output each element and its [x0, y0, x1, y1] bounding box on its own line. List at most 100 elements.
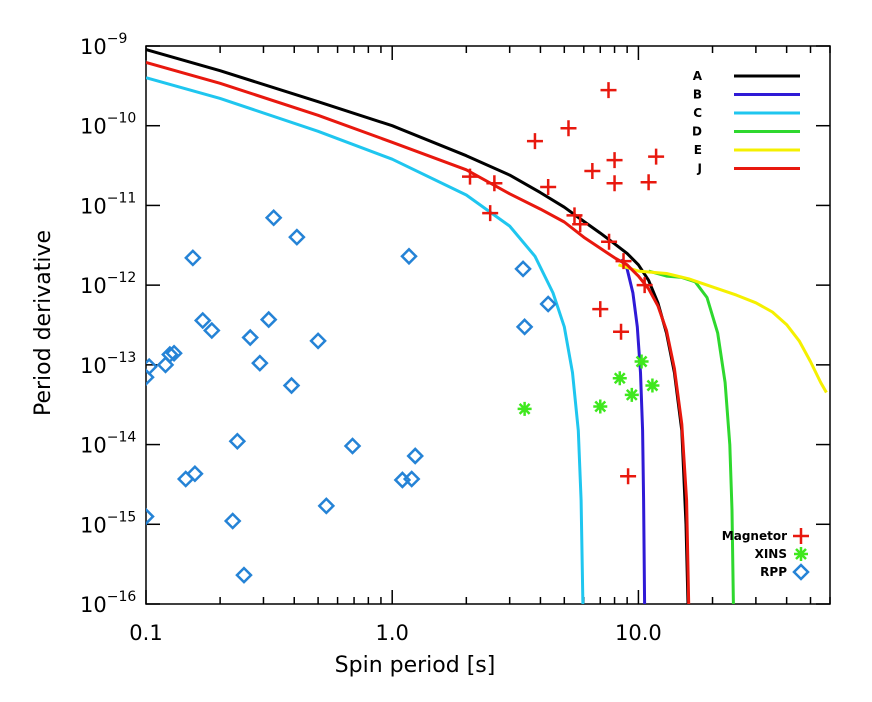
y-tick-label: 10−11: [80, 190, 136, 218]
y-tick-base: 10: [80, 35, 107, 59]
point-rpp: [176, 470, 195, 488]
point-rpp: [264, 209, 283, 227]
x-tick-label: 10.0: [615, 621, 662, 645]
point-magnetor: [584, 163, 601, 180]
legend-marker-rpp: [792, 563, 810, 581]
y-tick-exponent: −13: [107, 350, 137, 366]
point-magnetor: [486, 175, 503, 192]
point-magnetor: [540, 179, 557, 196]
point-magnetor: [601, 233, 618, 250]
point-magnetor: [613, 323, 630, 340]
point-rpp: [402, 470, 421, 488]
curve-D: [648, 269, 735, 604]
y-tick-base: 10: [80, 194, 107, 218]
x-tick-label: 0.1: [129, 621, 162, 645]
markers-group: [146, 82, 665, 584]
point-magnetor: [636, 277, 653, 294]
x-axis-title: Spin period [s]: [335, 653, 496, 678]
legend-label: Magnetor: [722, 529, 787, 543]
y-tick-exponent: −10: [107, 111, 137, 127]
legend-label: B: [693, 88, 702, 102]
point-rpp: [186, 465, 204, 483]
point-rpp: [288, 228, 306, 246]
point-rpp: [406, 447, 424, 465]
point-xins: [634, 354, 649, 369]
point-rpp: [146, 368, 155, 386]
point-rpp: [317, 497, 336, 515]
y-tick-base: 10: [80, 513, 107, 537]
legend-label: XINS: [755, 547, 787, 561]
point-xins: [624, 387, 639, 402]
y-tick-label: 10−10: [80, 111, 136, 139]
point-rpp: [235, 566, 253, 584]
point-magnetor: [600, 82, 617, 99]
y-tick-exponent: −11: [107, 190, 137, 206]
legend-label: E: [694, 143, 702, 157]
point-rpp: [223, 512, 242, 530]
y-tick-base: 10: [80, 115, 107, 139]
point-rpp: [161, 345, 179, 364]
point-rpp: [241, 328, 259, 347]
y-tick-label: 10−16: [80, 589, 136, 617]
point-rpp: [514, 260, 532, 278]
point-rpp: [515, 318, 534, 336]
y-tick-label: 10−12: [80, 270, 136, 298]
point-rpp: [251, 354, 269, 372]
point-magnetor: [620, 468, 637, 485]
y-tick-base: 10: [80, 354, 107, 378]
legend-label: C: [693, 106, 702, 120]
point-magnetor: [572, 216, 589, 233]
legend-marker-xins: [794, 547, 808, 561]
x-axis: 0.1 1.0 10.0: [129, 46, 831, 645]
legend-label: RPP: [760, 565, 787, 579]
point-rpp: [193, 311, 212, 330]
plot-frame: [145, 45, 831, 605]
point-xins: [517, 401, 532, 416]
point-rpp: [309, 332, 327, 350]
point-xins: [612, 371, 627, 386]
y-axis-title: Period derivative: [31, 230, 56, 416]
legend-label: J: [697, 162, 702, 176]
point-rpp: [343, 437, 362, 455]
y-tick-exponent: −14: [107, 430, 137, 446]
point-rpp: [165, 344, 183, 362]
point-magnetor: [482, 205, 499, 222]
point-rpp: [146, 507, 155, 526]
curves-group: [146, 48, 828, 604]
y-tick-base: 10: [80, 434, 107, 458]
y-tick-base: 10: [80, 274, 107, 298]
point-rpp: [184, 249, 202, 267]
point-magnetor: [640, 174, 657, 191]
legend-marker-magnetor: [793, 528, 809, 544]
y-tick-exponent: −9: [107, 31, 128, 47]
point-xins: [593, 399, 608, 414]
y-tick-label: 10−14: [80, 430, 136, 458]
y-tick-exponent: −15: [107, 509, 137, 525]
point-magnetor: [526, 133, 543, 150]
point-rpp: [539, 295, 557, 313]
point-magnetor: [566, 207, 583, 224]
point-magnetor: [648, 148, 665, 165]
point-rpp: [259, 310, 278, 329]
legend-label: A: [693, 69, 703, 83]
point-magnetor: [606, 175, 623, 192]
point-rpp: [203, 321, 221, 340]
curve-J: [146, 61, 691, 604]
point-magnetor: [462, 168, 479, 185]
point-magnetor: [592, 301, 609, 318]
curve-C: [146, 76, 585, 604]
point-magnetor: [606, 152, 623, 169]
y-tick-label: 10−15: [80, 509, 136, 537]
y-tick-base: 10: [80, 593, 107, 617]
curve-E: [618, 263, 828, 394]
plot-frame-rect: [145, 45, 831, 605]
point-rpp: [228, 432, 247, 451]
x-tick-label: 1.0: [376, 621, 409, 645]
y-tick-label: 10−13: [80, 350, 136, 378]
point-rpp: [400, 247, 418, 266]
point-magnetor: [560, 120, 577, 137]
y-tick-exponent: −16: [107, 589, 137, 605]
